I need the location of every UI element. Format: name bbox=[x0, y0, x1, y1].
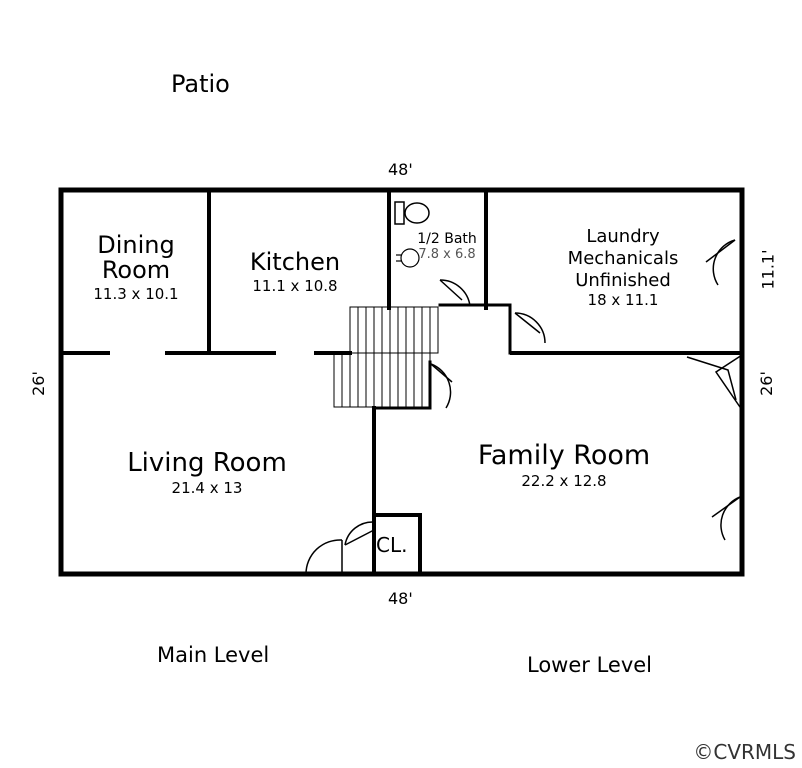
room-kitchen-size: 11.1 x 10.8 bbox=[252, 277, 338, 296]
lower-level-label: Lower Level bbox=[527, 653, 653, 677]
room-dining-name-2: Room bbox=[101, 256, 171, 285]
sink-icon bbox=[396, 248, 420, 268]
room-living-size: 21.4 x 13 bbox=[171, 479, 243, 498]
room-laundry-size: 18 x 11.1 bbox=[587, 291, 659, 309]
dimension-right-upper: 11.1' bbox=[758, 249, 778, 290]
dimension-bottom: 48' bbox=[388, 589, 413, 608]
exterior-walls bbox=[58, 187, 745, 577]
doors bbox=[305, 239, 743, 575]
room-dining-name-1: Dining bbox=[97, 231, 175, 259]
patio-label: Patio bbox=[171, 70, 230, 98]
dimension-left: 26' bbox=[28, 371, 48, 396]
room-laundry-line1: Laundry bbox=[586, 226, 660, 247]
room-living: Living Room 21.4 x 13 bbox=[100, 448, 314, 498]
dimension-right-lower: 26' bbox=[756, 371, 776, 396]
stairs bbox=[333, 306, 439, 408]
room-half-bath-name: 1/2 Bath bbox=[417, 231, 477, 247]
room-family-name: Family Room bbox=[477, 440, 651, 471]
room-laundry-line2: Mechanicals bbox=[567, 248, 679, 269]
main-level-label: Main Level bbox=[157, 643, 270, 667]
copyright-watermark: ©CVRMLS bbox=[693, 740, 796, 764]
room-closet: CL. bbox=[376, 533, 408, 557]
room-half-bath: 1/2 Bath 7.8 x 6.8 bbox=[407, 232, 487, 261]
room-kitchen: Kitchen 11.1 x 10.8 bbox=[222, 248, 368, 296]
room-kitchen-name: Kitchen bbox=[249, 248, 341, 276]
room-half-bath-size: 7.8 x 6.8 bbox=[418, 246, 476, 262]
room-dining-size: 11.3 x 10.1 bbox=[93, 285, 179, 304]
room-family: Family Room 22.2 x 12.8 bbox=[454, 440, 674, 491]
room-laundry: Laundry Mechanicals Unfinished 18 x 11.1 bbox=[548, 226, 698, 308]
dimension-top: 48' bbox=[388, 160, 413, 179]
room-laundry-line3: Unfinished bbox=[575, 270, 671, 291]
toilet-icon bbox=[394, 201, 430, 225]
room-dining: Dining Room 11.3 x 10.1 bbox=[78, 231, 194, 304]
room-living-name: Living Room bbox=[127, 448, 287, 478]
room-family-size: 22.2 x 12.8 bbox=[521, 472, 607, 491]
